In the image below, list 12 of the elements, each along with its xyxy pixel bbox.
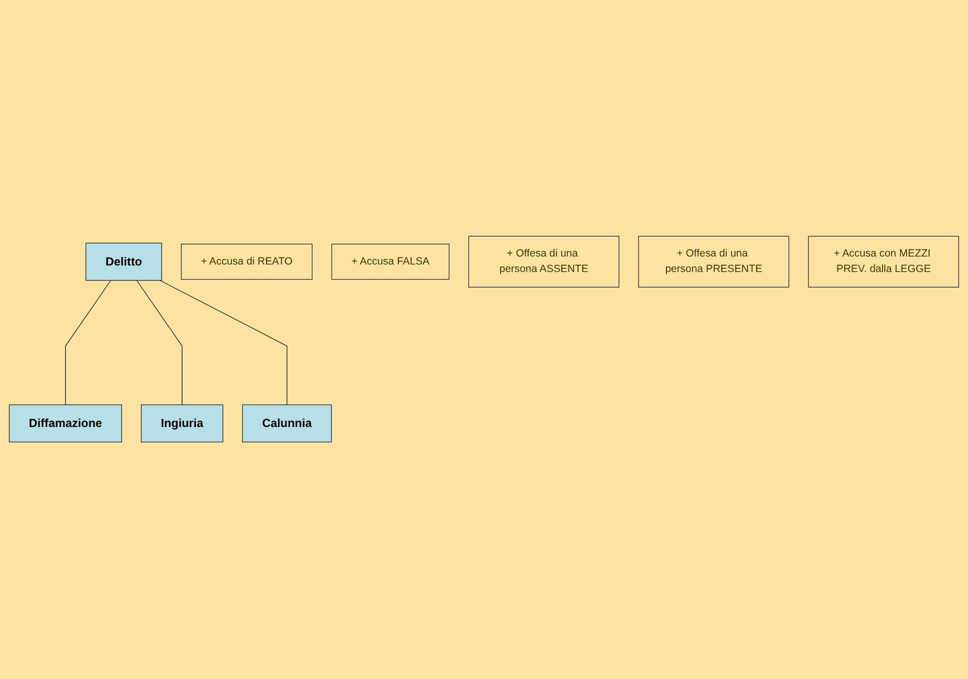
node-box: + Accusa di REATO [180,244,312,280]
node-box: Ingiuria [140,404,224,443]
node-box: Delitto [86,243,162,282]
connector [65,280,112,406]
node-box: + Accusa FALSA [331,244,450,280]
node-box: Calunnia [242,404,332,443]
connector [136,280,182,406]
node-box: Diffamazione [8,404,122,443]
node-box: + Offesa di una persona ASSENTE [468,236,620,288]
node-box: + Offesa di una persona PRESENTE [638,236,790,288]
connector [159,280,288,406]
node-box: + Accusa con MEZZI PREV. dalla LEGGE [808,236,960,288]
